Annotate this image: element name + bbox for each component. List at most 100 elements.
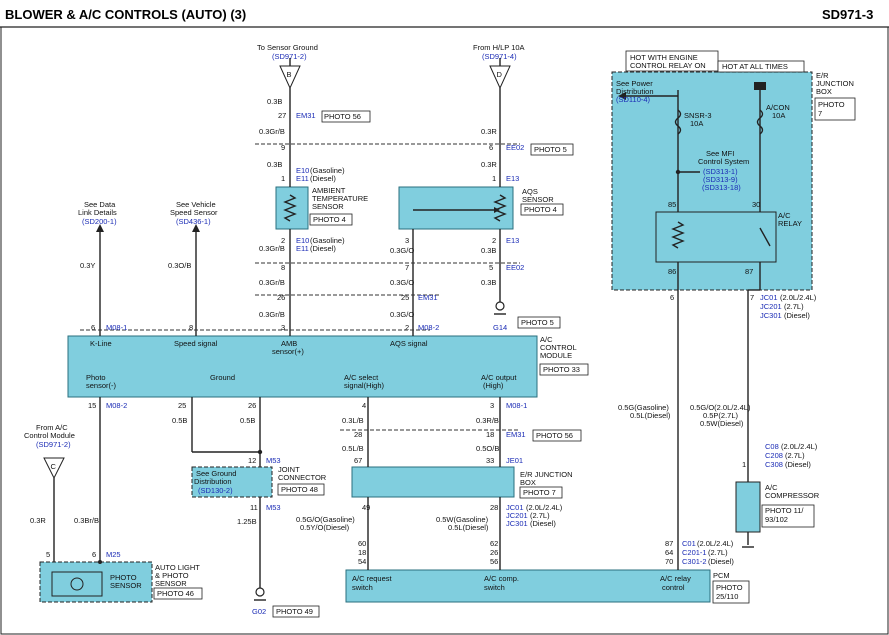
- conn-c308[interactable]: C308: [765, 460, 783, 469]
- conn-e10-top[interactable]: E10: [296, 166, 309, 175]
- pin-25: 25: [401, 293, 409, 302]
- conn-c01[interactable]: C01: [682, 539, 696, 548]
- conn-e11-bottom[interactable]: E11: [296, 244, 309, 253]
- ref-b-letter: B: [287, 70, 292, 79]
- ref-mfi-link-2[interactable]: (SD313-9): [703, 175, 738, 184]
- pin-28-accomp: 28: [490, 503, 498, 512]
- ref-b-triangle-icon: [279, 65, 301, 90]
- amb-label-2: TEMPERATURE: [312, 194, 368, 203]
- ref-power-2: Distribution: [616, 87, 654, 96]
- relay-label-2: RELAY: [778, 219, 802, 228]
- acm-photo-label-1: Photo: [86, 373, 106, 382]
- wire-label-05go24: 0.5G/O(2.0L/2.4L): [690, 403, 751, 412]
- photo48-box: [277, 483, 325, 496]
- photo4-aqs-box: [520, 203, 564, 216]
- ref-gnd-2: Distribution: [194, 477, 232, 486]
- ref-acm-link[interactable]: (SD971-2): [36, 440, 71, 449]
- conn-ee02-bottom[interactable]: EE02: [506, 263, 524, 272]
- conn-jc01-upper-v: (2.0L/2.4L): [780, 293, 817, 302]
- pin-18-pcm: 18: [358, 548, 366, 557]
- conn-c08[interactable]: C08: [765, 442, 779, 451]
- conn-m25[interactable]: M25: [106, 550, 121, 559]
- wire-label-125b: 1.25B: [237, 517, 257, 526]
- ref-gnd-link[interactable]: (SD130-2): [198, 486, 233, 495]
- conn-m08-1-bottom[interactable]: M08-1: [506, 401, 527, 410]
- ref-vss-link[interactable]: (SD436-1): [176, 217, 211, 226]
- conn-m08-2-bottom[interactable]: M08-2: [106, 401, 127, 410]
- aqs-resistor-icon: [493, 194, 507, 222]
- ref-acm-1: From A/C: [36, 423, 68, 432]
- relay-switch-icon: [759, 227, 771, 247]
- wire-label-03grb-1: 0.3Gr/B: [259, 127, 285, 136]
- conn-e10-bottom[interactable]: E10: [296, 236, 309, 245]
- pin-3-aqs: 3: [405, 236, 409, 245]
- pin-33: 33: [486, 456, 494, 465]
- conn-e11-top[interactable]: E11: [296, 174, 309, 183]
- conn-em31-bottom[interactable]: EM31: [506, 430, 526, 439]
- pin-26-pcm: 26: [490, 548, 498, 557]
- conn-em31-top[interactable]: EM31: [296, 111, 316, 120]
- conn-c01-v: (2.0L/2.4L): [697, 539, 734, 548]
- conn-je01[interactable]: JE01: [506, 456, 523, 465]
- conn-jc01-lower[interactable]: JC01: [506, 503, 524, 512]
- conn-jc201-lower[interactable]: JC201: [506, 511, 528, 520]
- conn-m08-1-top[interactable]: M08-1: [106, 323, 127, 332]
- ref-mfi-link-1[interactable]: (SD313-1): [703, 167, 738, 176]
- fuse-acon-icon: [756, 109, 764, 135]
- pcm-accomp-2: switch: [484, 583, 505, 592]
- ref-sensor-ground-link[interactable]: (SD971-2): [272, 52, 307, 61]
- conn-jc01-upper[interactable]: JC01: [760, 293, 778, 302]
- conn-m53-bottom[interactable]: M53: [266, 503, 281, 512]
- er-box-photo-2: 7: [818, 109, 822, 118]
- comp-label-1: A/C: [765, 483, 778, 492]
- pin-86: 86: [668, 267, 676, 276]
- photodiode-icon: [70, 577, 84, 591]
- pcm-photo-2: 25/110: [716, 592, 738, 601]
- wire-label-05wg: 0.5W(Gasoline): [436, 515, 489, 524]
- conn-m53-top[interactable]: M53: [266, 456, 281, 465]
- fuse-snsr3-icon: [674, 109, 682, 135]
- conn-e13-bottom[interactable]: E13: [506, 236, 519, 245]
- er-box-label-2: JUNCTION: [816, 79, 854, 88]
- conn-e11-diesel-top: (Diesel): [310, 174, 336, 183]
- fuse1-name: SNSR-3: [684, 111, 712, 120]
- pin-87-pcm: 87: [665, 539, 673, 548]
- pcm-box: [345, 569, 711, 603]
- acm-aqs-label: AQS signal: [390, 339, 428, 348]
- wire-label-03lb: 0.3L/B: [342, 416, 364, 425]
- conn-jc301-lower[interactable]: JC301: [506, 519, 528, 528]
- hot-always-box: [717, 60, 805, 73]
- conn-em31-mid[interactable]: EM31: [418, 293, 438, 302]
- conn-jc301-upper[interactable]: JC301: [760, 311, 782, 320]
- ref-gnd-1: See Ground: [196, 469, 236, 478]
- ref-power-link[interactable]: (SD110-4): [616, 95, 651, 104]
- conn-c201[interactable]: C201-1: [682, 548, 707, 557]
- pin-2-aqs: 2: [492, 236, 496, 245]
- acm-kline-label: K-Line: [90, 339, 112, 348]
- diagram-code: SD971-3: [822, 7, 873, 22]
- er-box-label-1: E/R: [816, 71, 829, 80]
- pin-12: 12: [248, 456, 256, 465]
- hot-relay-line-2: CONTROL RELAY ON: [630, 61, 706, 70]
- conn-jc201-upper[interactable]: JC201: [760, 302, 782, 311]
- acm-amb-label-1: AMB: [281, 339, 297, 348]
- ref-hlp-link[interactable]: (SD971-4): [482, 52, 517, 61]
- pin-64: 64: [665, 548, 673, 557]
- photo-sensor-label-1: PHOTO: [110, 573, 137, 582]
- photo-sensor-element: [51, 571, 103, 597]
- wire-label-03r-2: 0.3R: [481, 160, 497, 169]
- conn-c301[interactable]: C301-2: [682, 557, 707, 566]
- conn-e13-top[interactable]: E13: [506, 174, 519, 183]
- fuse1-rating: 10A: [690, 119, 703, 128]
- ref-mfi-link-3[interactable]: (SD313-18): [702, 183, 741, 192]
- conn-ee02-top[interactable]: EE02: [506, 143, 524, 152]
- conn-c208[interactable]: C208: [765, 451, 783, 460]
- junction-dot-2: [675, 169, 681, 175]
- ref-d-triangle-icon: [489, 65, 511, 90]
- aqs-photo: PHOTO 4: [524, 205, 557, 214]
- conn-m08-2-top[interactable]: M08-2: [418, 323, 439, 332]
- ref-data-link-link[interactable]: (SD200-1): [82, 217, 117, 226]
- ac-control-module-box: [67, 335, 538, 398]
- pin-30: 30: [752, 200, 760, 209]
